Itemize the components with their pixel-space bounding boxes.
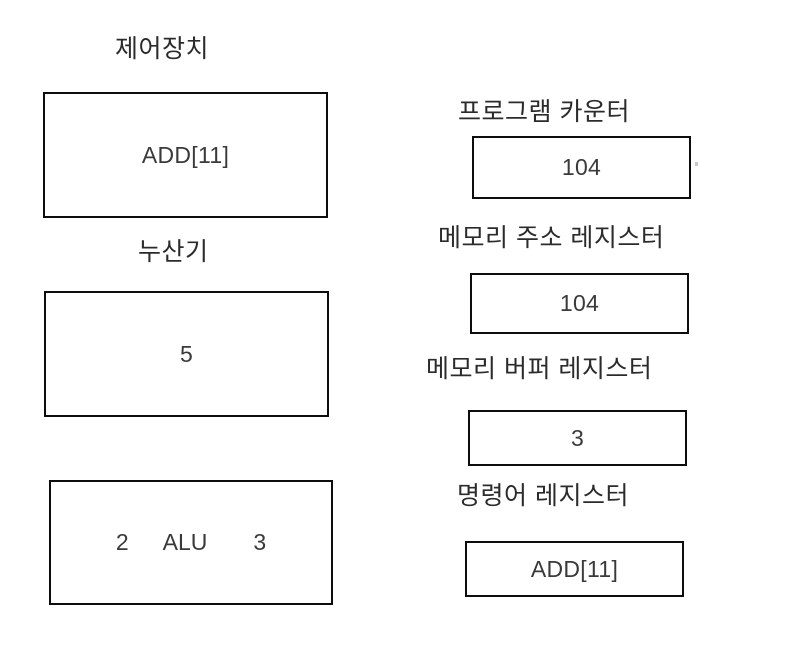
program-counter-box: 104: [472, 136, 691, 199]
memory-address-register-label: 메모리 주소 레지스터: [438, 224, 665, 252]
program-counter-label: 프로그램 카운터: [458, 98, 630, 126]
instruction-register-label: 명령어 레지스터: [457, 482, 629, 510]
accumulator-box: 5: [44, 291, 329, 417]
instruction-register-value: ADD[11]: [530, 555, 619, 582]
memory-buffer-register-label: 메모리 버퍼 레지스터: [426, 355, 653, 383]
alu-right-operand: 3: [253, 529, 267, 555]
control-unit-value: ADD[11]: [141, 141, 230, 168]
alu-contents: 2 ALU 3: [51, 531, 331, 554]
alu-box: 2 ALU 3: [49, 480, 333, 605]
alu-left-operand: 2: [115, 529, 129, 555]
alu-name: ALU: [162, 529, 208, 555]
program-counter-value: 104: [561, 154, 602, 180]
control-unit-label: 제어장치: [115, 35, 210, 63]
stray-speck: [695, 162, 698, 166]
control-unit-box: ADD[11]: [43, 92, 328, 218]
accumulator-value: 5: [179, 340, 194, 367]
memory-buffer-register-box: 3: [468, 410, 687, 466]
memory-address-register-box: 104: [470, 273, 689, 334]
accumulator-label: 누산기: [138, 238, 209, 266]
memory-buffer-register-value: 3: [570, 424, 585, 451]
instruction-register-box: ADD[11]: [465, 541, 684, 597]
memory-address-register-value: 104: [559, 290, 600, 316]
